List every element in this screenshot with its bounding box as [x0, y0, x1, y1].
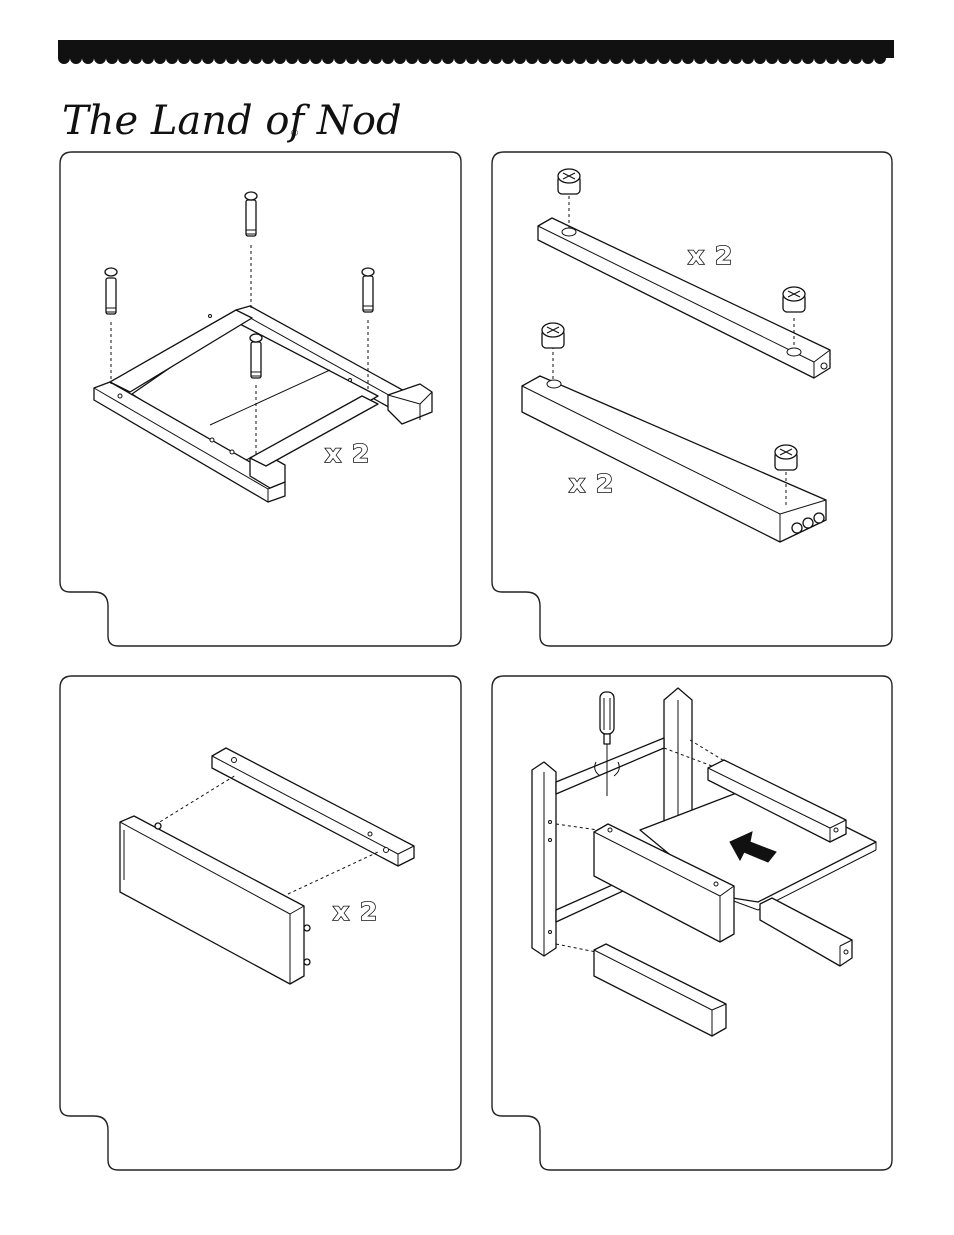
banner-scallop: [310, 52, 322, 64]
banner-scallop: [106, 52, 118, 64]
banner-scallop: [358, 52, 370, 64]
banner-scallop: [466, 52, 478, 64]
banner-scallop: [202, 52, 214, 64]
quantity-label: x 2: [325, 439, 370, 468]
banner-scallop: [814, 52, 826, 64]
banner-scallop: [322, 52, 334, 64]
front-post: [532, 762, 556, 956]
banner-scallop: [766, 52, 778, 64]
banner-scallop: [586, 52, 598, 64]
banner-scallop: [634, 52, 646, 64]
banner-scallop: [406, 52, 418, 64]
step-panel-1: x 2: [60, 152, 461, 646]
banner-scallop: [706, 52, 718, 64]
quantity-label: x 2: [688, 241, 733, 270]
banner-scallop: [550, 52, 562, 64]
banner-scallop: [82, 52, 94, 64]
banner-scallop: [862, 52, 874, 64]
step-panel-3: x 2: [60, 676, 461, 1170]
banner-scallop: [778, 52, 790, 64]
banner-scallop: [142, 52, 154, 64]
banner-scallop: [334, 52, 346, 64]
banner-scallop: [730, 52, 742, 64]
banner-scallop: [370, 52, 382, 64]
step-panel-2: x 2 x 2: [492, 152, 892, 646]
banner-scallop: [94, 52, 106, 64]
banner-scallop: [574, 52, 586, 64]
banner-scallop: [838, 52, 850, 64]
banner-scallop: [262, 52, 274, 64]
banner-scallop: [826, 52, 838, 64]
banner-scallop: [622, 52, 634, 64]
banner-scallop: [658, 52, 670, 64]
banner-scallop: [502, 52, 514, 64]
banner-scallop: [874, 52, 886, 64]
registered-mark: ®: [290, 129, 299, 139]
banner-scallop: [742, 52, 754, 64]
banner-scallop: [682, 52, 694, 64]
banner-scallop: [346, 52, 358, 64]
banner-scallop: [178, 52, 190, 64]
banner-scallop: [298, 52, 310, 64]
banner-scallop: [754, 52, 766, 64]
banner-scallop: [562, 52, 574, 64]
banner-scallop: [418, 52, 430, 64]
quantity-label: x 2: [333, 897, 378, 926]
banner-scallop: [526, 52, 538, 64]
banner-scallop: [154, 52, 166, 64]
banner-scallop: [454, 52, 466, 64]
banner-scallop: [442, 52, 454, 64]
banner-scallop: [538, 52, 550, 64]
banner-scallop: [790, 52, 802, 64]
banner-scallop: [430, 52, 442, 64]
banner-scallop: [598, 52, 610, 64]
banner-scallop: [514, 52, 526, 64]
banner-scallop: [646, 52, 658, 64]
banner-scallop: [670, 52, 682, 64]
banner-scallop: [250, 52, 262, 64]
banner-scallop: [166, 52, 178, 64]
banner-scallop: [718, 52, 730, 64]
banner-scallop: [214, 52, 226, 64]
brand-name: The Land of Nod: [62, 98, 402, 144]
banner-scallop: [226, 52, 238, 64]
banner-scallop: [802, 52, 814, 64]
banner-scallop: [610, 52, 622, 64]
banner-scallop: [286, 52, 298, 64]
scalloped-banner: [58, 40, 894, 64]
banner-scallop: [118, 52, 130, 64]
brand-logo: The Land of Nod ®: [62, 98, 402, 144]
banner-scallop: [274, 52, 286, 64]
banner-scallop: [850, 52, 862, 64]
banner-scallop: [382, 52, 394, 64]
banner-scallop: [58, 52, 70, 64]
step-panel-4: [492, 676, 892, 1170]
banner-scallop: [70, 52, 82, 64]
banner-scallop: [190, 52, 202, 64]
banner-scallop: [130, 52, 142, 64]
banner-scallop: [694, 52, 706, 64]
banner-scallop: [394, 52, 406, 64]
banner-scallop: [490, 52, 502, 64]
banner-scallop: [478, 52, 490, 64]
quantity-label: x 2: [569, 469, 614, 498]
banner-scallop: [238, 52, 250, 64]
